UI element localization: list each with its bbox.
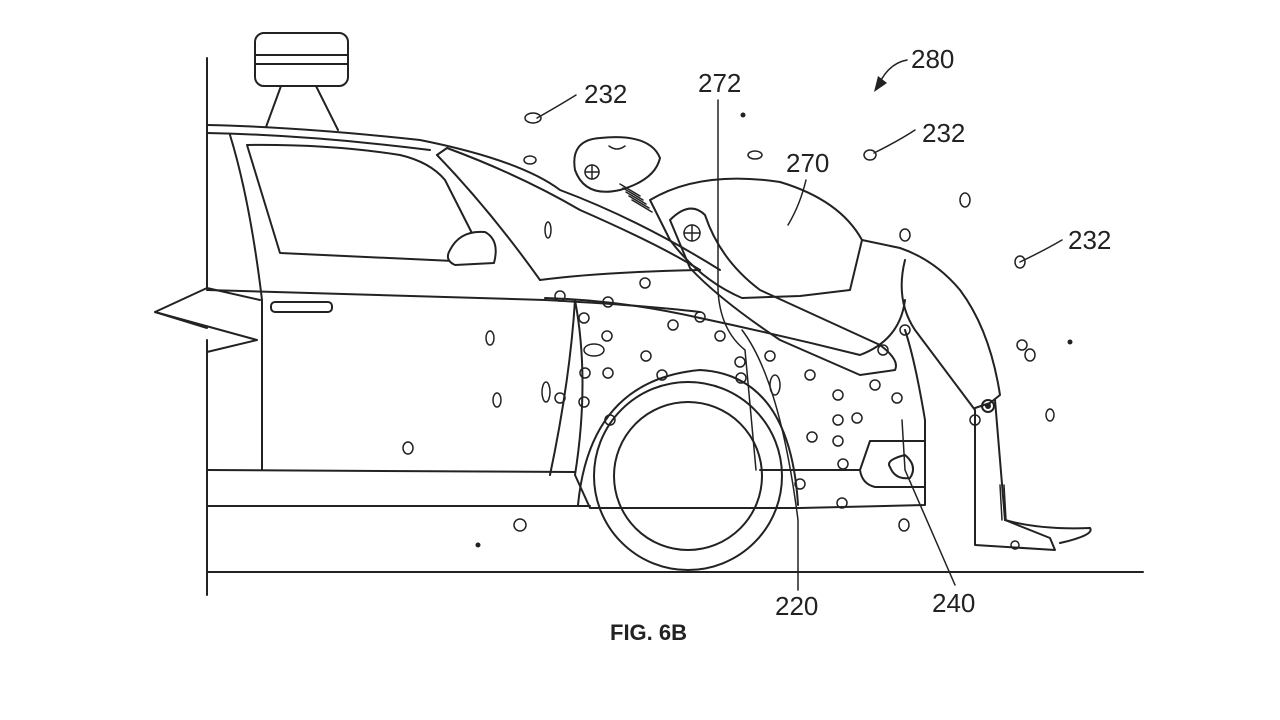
adhesive-bump <box>969 414 981 426</box>
debris-particle <box>769 374 781 396</box>
debris-particles <box>402 112 1073 550</box>
adhesive-bump <box>601 330 613 342</box>
ref-272: 272 <box>698 68 741 98</box>
debris-particle <box>899 228 911 242</box>
adhesive-bump <box>602 367 614 379</box>
ref-232-a: 232 <box>584 79 627 109</box>
adhesive-bump <box>554 392 566 404</box>
section-break-zigzag <box>154 311 258 353</box>
debris-particle <box>541 381 551 403</box>
leader-220 <box>741 329 799 591</box>
debris-particle <box>1016 339 1028 351</box>
adhesive-bump <box>877 344 889 356</box>
leader-232-b <box>873 129 916 154</box>
adhesive-bump <box>891 392 903 404</box>
debris-particle <box>863 149 877 161</box>
adhesive-bump <box>899 324 911 336</box>
adhesive-bump <box>836 497 848 509</box>
debris-particle <box>492 392 502 408</box>
adhesive-bump <box>832 435 844 447</box>
adhesive-bump <box>832 389 844 401</box>
adhesive-bump <box>602 296 614 308</box>
ref-232-c: 232 <box>1068 225 1111 255</box>
debris-particle <box>402 441 414 455</box>
debris-particle <box>513 518 527 532</box>
adhesive-bump <box>735 372 747 384</box>
leader-232-c <box>1019 239 1063 263</box>
debris-dot <box>475 542 481 548</box>
side-mirror <box>446 230 497 266</box>
debris-particle <box>583 343 605 357</box>
adhesive-bump <box>667 319 679 331</box>
debris-particle <box>524 112 542 124</box>
ref-270: 270 <box>786 148 829 178</box>
debris-particle <box>1024 348 1036 362</box>
debris-particle <box>523 155 537 165</box>
adhesive-bump <box>694 311 706 323</box>
door-handle <box>270 301 333 313</box>
ref-220: 220 <box>775 591 818 621</box>
adhesive-bump <box>656 369 668 381</box>
adhesive-bump <box>837 458 849 470</box>
adhesive-bump <box>640 350 652 362</box>
headlight <box>888 454 915 480</box>
debris-particle <box>485 330 495 346</box>
roof-sensor <box>254 32 349 131</box>
dummy-arm <box>669 207 897 376</box>
front-wheel <box>577 369 799 571</box>
adhesive-bump <box>804 369 816 381</box>
section-cut-line <box>154 57 208 596</box>
debris-particle <box>959 192 971 208</box>
figure-caption: FIG. 6B <box>610 620 687 645</box>
adhesive-bump <box>604 414 616 426</box>
dummy-head <box>573 136 661 193</box>
car-body <box>206 124 721 573</box>
adhesive-bump <box>832 414 844 426</box>
debris-particle <box>1014 255 1026 269</box>
adhesive-bump <box>639 277 651 289</box>
debris-dot <box>740 112 746 118</box>
side-window <box>246 143 479 263</box>
pedestrian-dummy <box>573 136 1092 551</box>
adhesive-bump <box>851 412 863 424</box>
adhesive-bump <box>794 478 806 490</box>
leader-240 <box>901 419 956 586</box>
ref-232-b: 232 <box>922 118 965 148</box>
leader-272 <box>717 99 757 471</box>
debris-particle <box>544 221 552 239</box>
adhesive-bump <box>578 312 590 324</box>
debris-particle <box>898 518 910 532</box>
leader-270 <box>787 179 807 226</box>
adhesive-bump <box>578 396 590 408</box>
adhesive-bump <box>869 379 881 391</box>
leader-232-a <box>536 94 577 119</box>
adhesive-bump <box>579 367 591 379</box>
adhesive-bump <box>806 431 818 443</box>
adhesive-bump <box>554 290 566 302</box>
dummy-torso <box>649 177 863 299</box>
adhesive-bump <box>734 356 746 368</box>
debris-dot <box>1067 339 1073 345</box>
adhesive-bump <box>714 330 726 342</box>
arrow-280 <box>874 59 908 92</box>
adhesive-bump <box>764 350 776 362</box>
debris-particle <box>1010 540 1020 550</box>
ref-240: 240 <box>932 588 975 618</box>
debris-particle <box>1045 408 1055 422</box>
debris-particle <box>747 150 763 160</box>
ref-280: 280 <box>911 44 954 74</box>
